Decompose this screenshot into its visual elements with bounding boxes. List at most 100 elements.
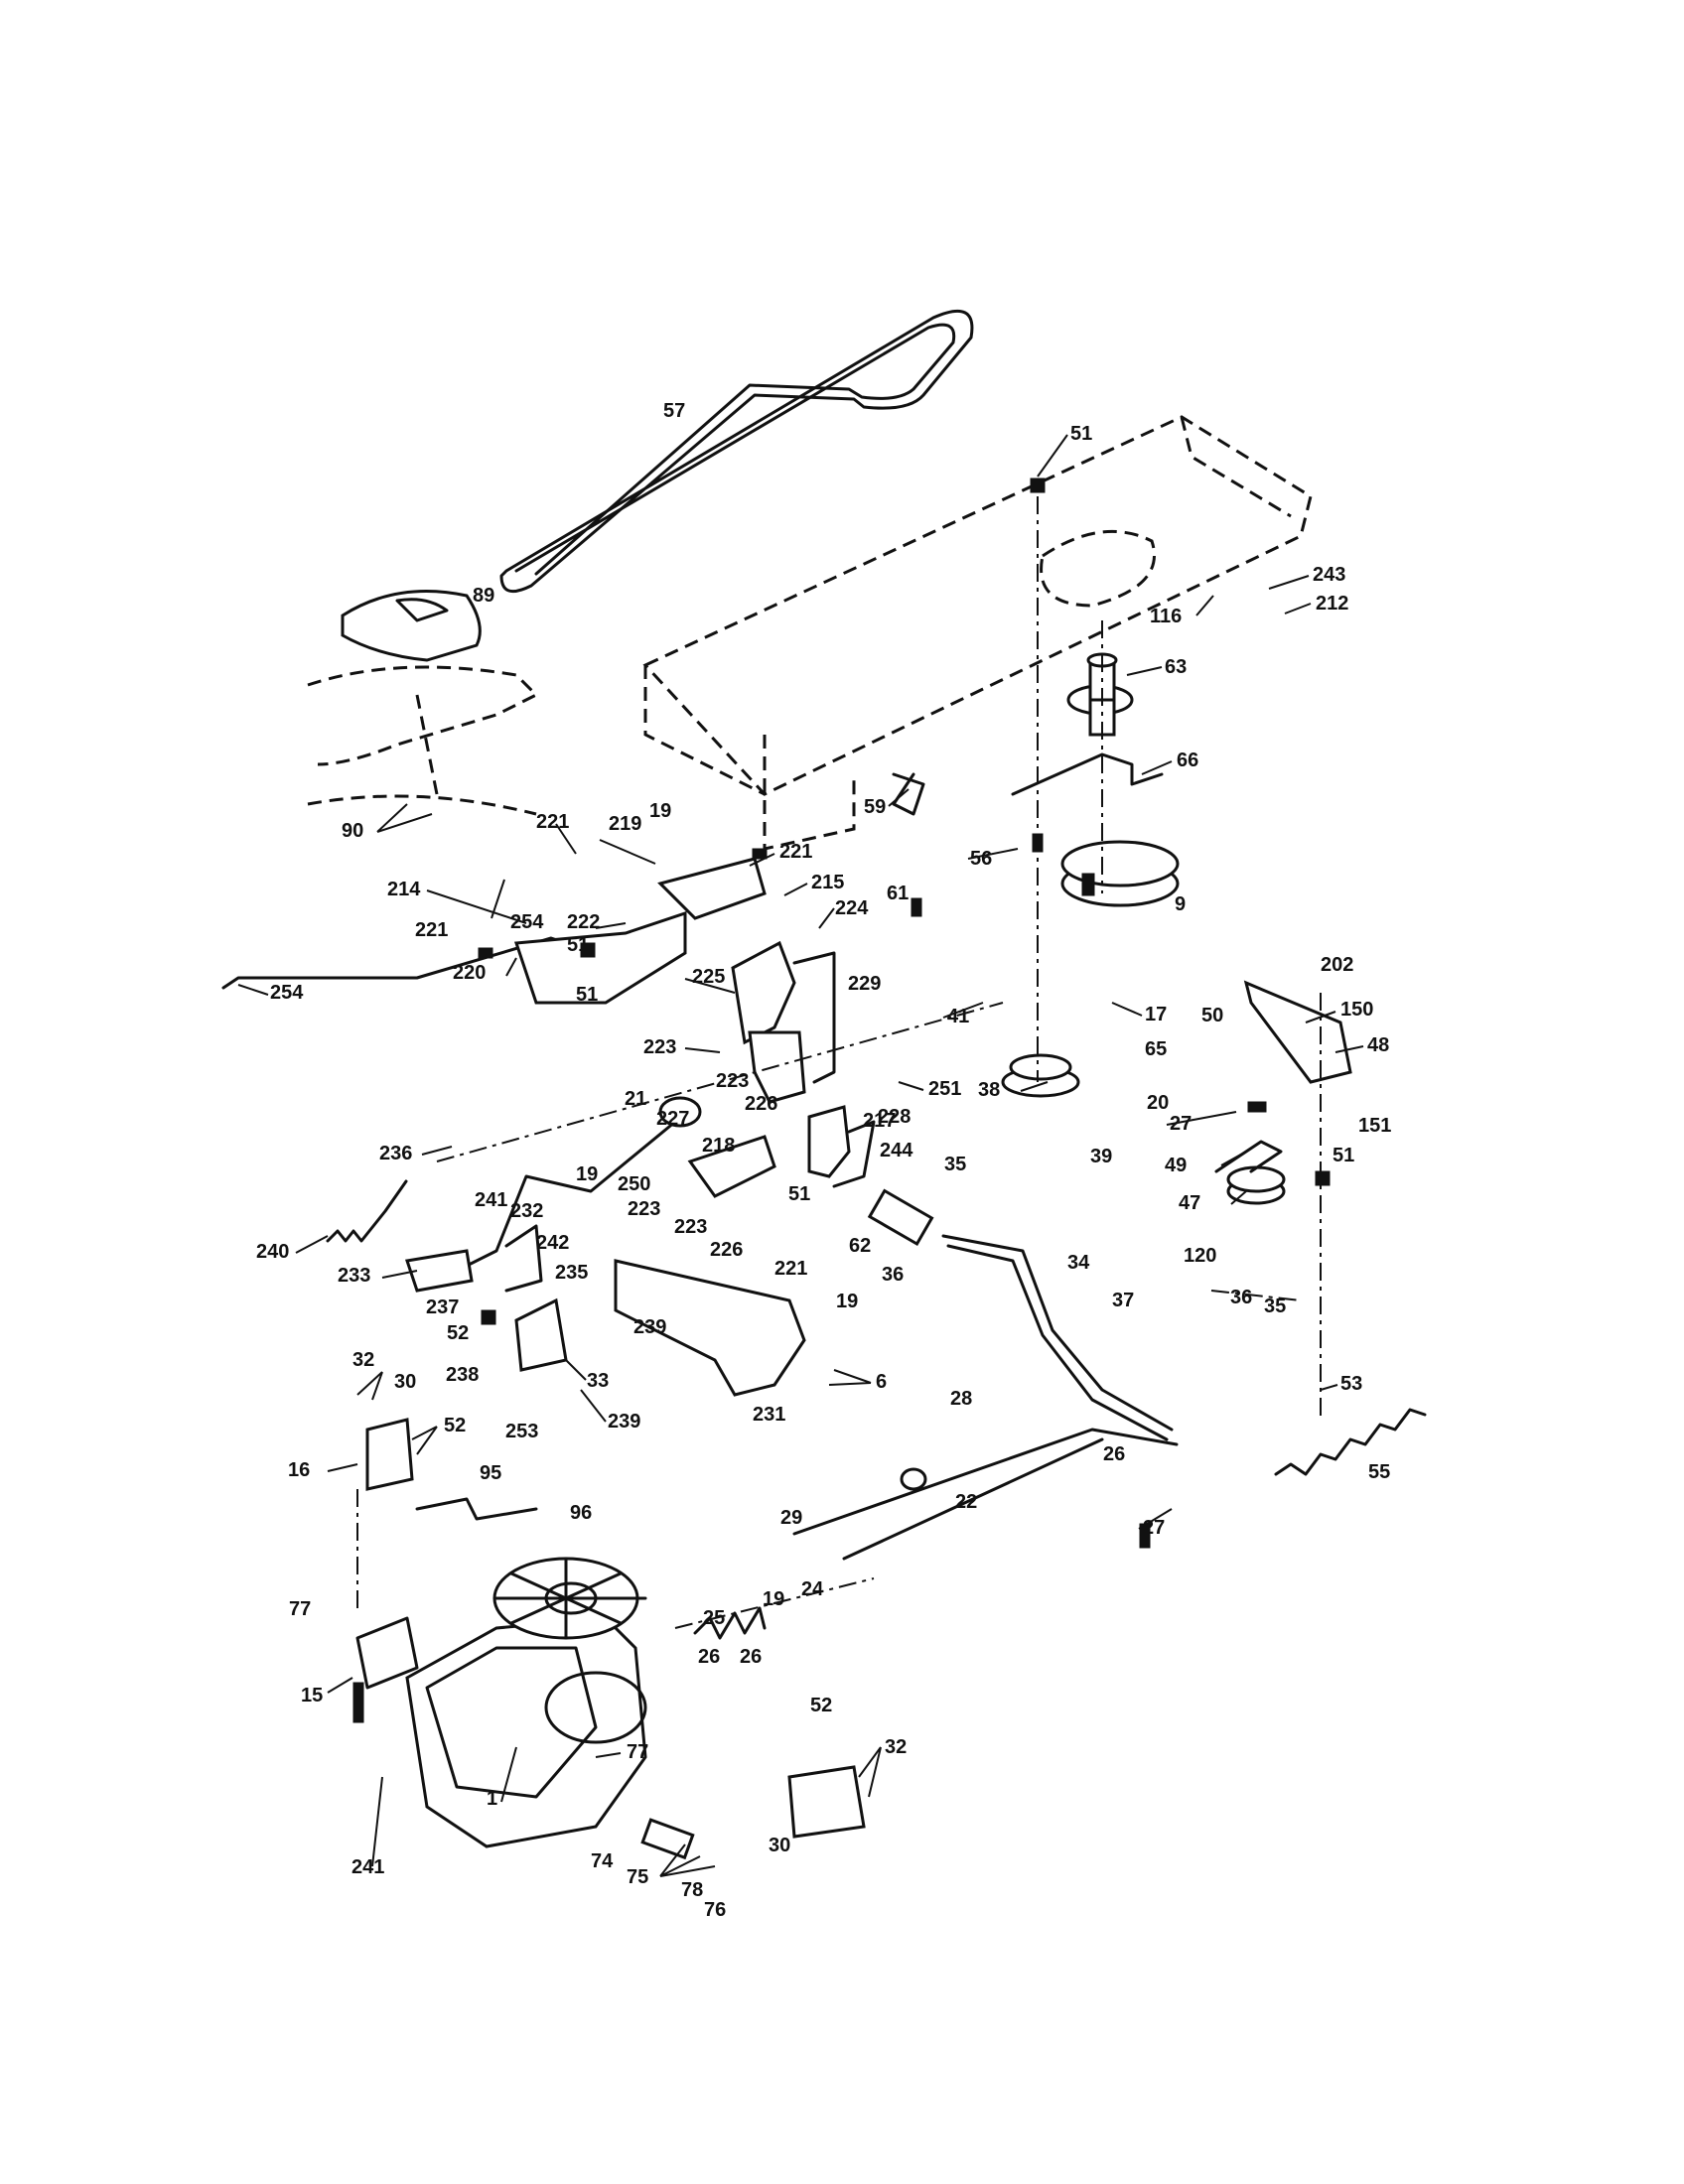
label-222: 222 [567, 911, 600, 933]
label-19c: 19 [836, 1291, 858, 1312]
label-89: 89 [473, 585, 494, 607]
label-217: 217 [863, 1110, 896, 1132]
label-33: 33 [587, 1370, 609, 1392]
hardware-fasteners [352, 478, 1331, 1723]
label-228: 228 [878, 1106, 911, 1128]
label-52c: 52 [810, 1695, 832, 1716]
label-242: 242 [536, 1232, 569, 1254]
label-62: 62 [849, 1235, 871, 1257]
label-20: 20 [1147, 1092, 1169, 1114]
label-223c: 223 [628, 1198, 660, 1220]
label-233: 233 [338, 1265, 370, 1287]
callout-labels: 57 51 89 243 212 116 63 66 59 90 19 219 … [256, 400, 1391, 1921]
label-150: 150 [1340, 999, 1373, 1021]
transaxle [355, 1616, 647, 1848]
label-39: 39 [1090, 1146, 1112, 1167]
label-95: 95 [480, 1462, 501, 1484]
seat-pan-area [307, 590, 539, 816]
label-229: 229 [848, 973, 881, 995]
label-221d: 221 [774, 1258, 807, 1280]
label-51d: 51 [788, 1183, 810, 1205]
label-239b: 239 [608, 1411, 640, 1433]
label-48: 48 [1367, 1034, 1389, 1056]
label-19: 19 [649, 800, 671, 822]
label-26b: 26 [698, 1646, 720, 1668]
label-224: 224 [835, 897, 869, 919]
label-35: 35 [944, 1154, 966, 1175]
lever-21 [465, 1096, 702, 1268]
label-26: 26 [1103, 1443, 1125, 1465]
label-51e: 51 [1333, 1145, 1354, 1166]
label-90: 90 [342, 820, 363, 842]
label-52: 52 [447, 1322, 469, 1344]
label-66: 66 [1177, 750, 1198, 771]
label-77: 77 [289, 1598, 311, 1620]
label-19b: 19 [576, 1163, 598, 1185]
bracket-220 [513, 910, 687, 1005]
label-75: 75 [627, 1866, 648, 1888]
mounting-plate-30-lower [787, 1765, 866, 1839]
plate-218 [687, 1135, 776, 1198]
rod-95 [415, 1497, 538, 1521]
label-47: 47 [1179, 1192, 1200, 1214]
bracket-233 [405, 1249, 474, 1293]
label-254: 254 [510, 911, 544, 933]
label-9: 9 [1175, 893, 1186, 915]
label-151: 151 [1358, 1115, 1391, 1137]
pedal-217 [807, 1105, 876, 1188]
label-16: 16 [288, 1459, 310, 1481]
label-78: 78 [681, 1879, 703, 1901]
label-26c: 26 [740, 1646, 762, 1668]
bracket-66 [1011, 752, 1164, 796]
label-77b: 77 [627, 1741, 648, 1763]
label-221b: 221 [779, 841, 812, 863]
label-116: 116 [1150, 606, 1182, 627]
label-226b: 226 [710, 1239, 743, 1261]
drive-belt [499, 309, 974, 594]
label-15: 15 [301, 1685, 323, 1706]
label-74: 74 [591, 1850, 614, 1872]
label-250: 250 [618, 1173, 650, 1195]
label-41: 41 [947, 1006, 969, 1027]
label-34: 34 [1067, 1252, 1090, 1274]
label-63: 63 [1165, 656, 1187, 678]
label-19d: 19 [763, 1588, 784, 1610]
label-27: 27 [1170, 1113, 1192, 1135]
shaft-34 [941, 1234, 1174, 1432]
spring-240 [326, 1179, 408, 1243]
mounting-plate-30 [365, 1418, 414, 1491]
label-30: 30 [394, 1371, 416, 1393]
label-76: 76 [704, 1899, 726, 1921]
label-49: 49 [1165, 1155, 1187, 1176]
label-50: 50 [1201, 1005, 1223, 1026]
label-218: 218 [702, 1135, 735, 1157]
label-25: 25 [703, 1607, 725, 1629]
label-214: 214 [387, 879, 421, 900]
label-22: 22 [955, 1491, 977, 1513]
label-232: 232 [510, 1200, 543, 1222]
label-251: 251 [928, 1078, 961, 1100]
label-59: 59 [864, 796, 886, 818]
label-241: 241 [475, 1189, 507, 1211]
label-238: 238 [446, 1364, 479, 1386]
label-223b: 223 [716, 1070, 749, 1092]
label-226: 226 [745, 1093, 777, 1115]
cooling-fan [492, 1557, 647, 1640]
label-243: 243 [1313, 564, 1345, 586]
bracket-232 [504, 1224, 543, 1293]
label-219: 219 [609, 813, 641, 835]
pulley-38 [1001, 1053, 1080, 1098]
pulley-63 [1066, 652, 1134, 737]
label-17: 17 [1145, 1004, 1167, 1025]
label-51: 51 [1070, 423, 1092, 445]
label-227: 227 [656, 1108, 689, 1130]
label-32: 32 [352, 1349, 374, 1371]
label-38: 38 [978, 1079, 1000, 1101]
chassis-frame [642, 415, 1313, 851]
label-53: 53 [1340, 1373, 1362, 1395]
label-21: 21 [625, 1088, 646, 1110]
label-231: 231 [753, 1404, 785, 1426]
idler-bracket-48 [1243, 980, 1352, 1084]
clip-59 [892, 772, 925, 816]
label-221c: 221 [415, 919, 448, 941]
